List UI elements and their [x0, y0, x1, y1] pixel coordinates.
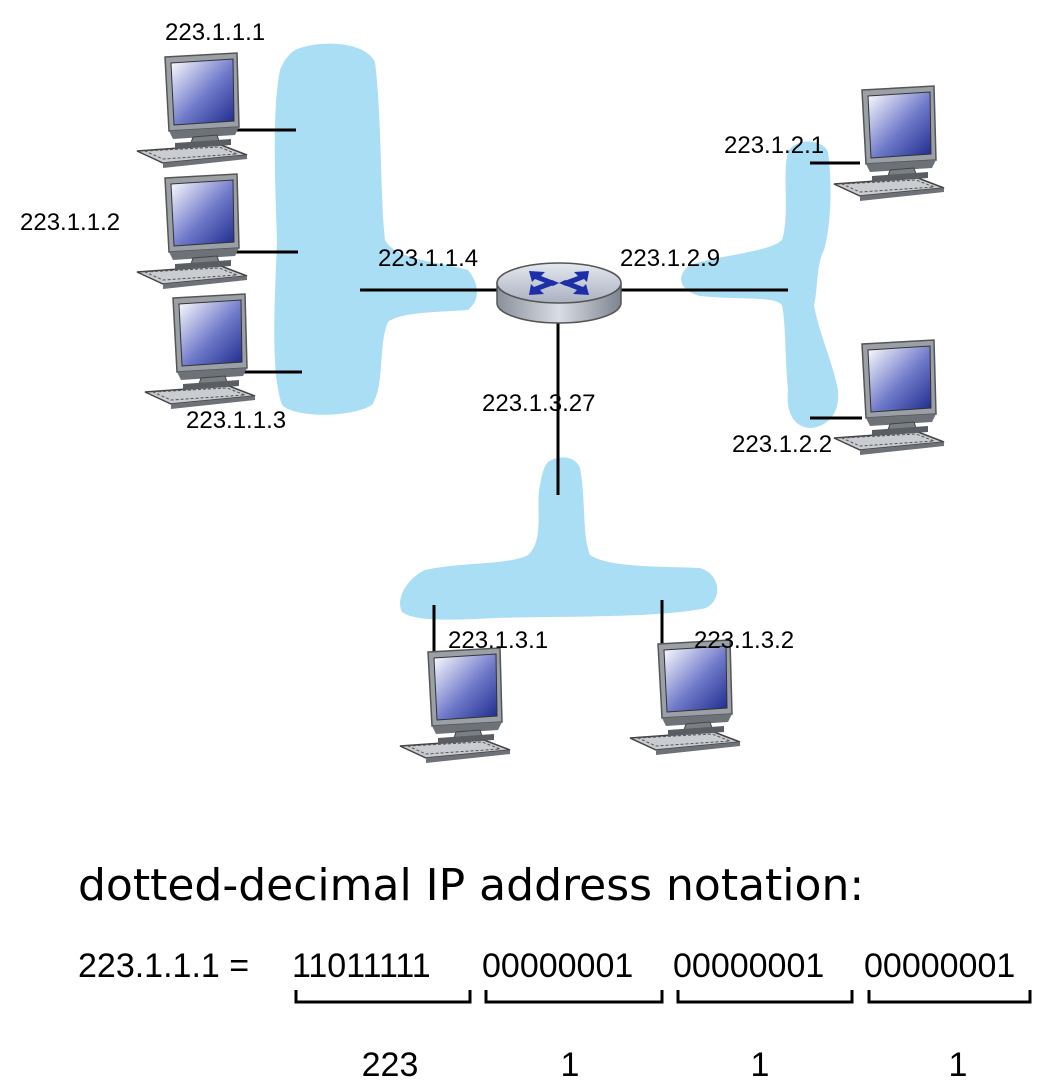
host-address-label: 223.1.2.1	[724, 132, 824, 159]
octet-bracket	[484, 990, 664, 1004]
decimal-octet: 223	[362, 1046, 419, 1082]
binary-octet: 11011111	[292, 947, 431, 985]
desktop-computer-icon	[136, 173, 248, 290]
desktop-computer-icon	[144, 293, 256, 410]
binary-octet: 00000001	[864, 947, 1015, 985]
desktop-computer-icon	[833, 85, 945, 202]
host-address-label: 223.1.3.2	[694, 627, 794, 654]
subnet-223-1-2	[681, 141, 839, 428]
octet-bracket	[867, 990, 1032, 1004]
subnet-223-1-1	[274, 43, 477, 415]
octet-bracket	[676, 990, 854, 1004]
notation-heading: dotted-decimal IP address notation:	[78, 860, 864, 911]
host-address-label: 223.1.3.1	[448, 627, 548, 654]
decimal-octet: 1	[751, 1046, 770, 1082]
desktop-computer-icon	[136, 52, 248, 169]
desktop-computer-icon	[399, 647, 511, 764]
host-address-label: 223.1.1.1	[165, 19, 265, 46]
desktop-computer-icon	[833, 339, 945, 456]
subnet-223-1-3	[400, 457, 718, 620]
host-address-label: 223.1.1.3	[186, 407, 286, 434]
host-address-label: 223.1.1.2	[20, 209, 120, 236]
router-interface-label: 223.1.3.27	[482, 390, 595, 417]
host-address-label: 223.1.2.2	[732, 431, 832, 458]
binary-octet: 00000001	[482, 947, 633, 985]
desktop-computer-icon	[629, 639, 741, 756]
router-icon	[496, 262, 622, 324]
decimal-octet: 1	[949, 1046, 968, 1082]
binary-octet: 00000001	[673, 947, 824, 985]
octet-bracket	[294, 990, 472, 1004]
decimal-octet: 1	[561, 1046, 580, 1082]
router-interface-label: 223.1.1.4	[378, 245, 478, 272]
router-interface-label: 223.1.2.9	[620, 245, 720, 272]
example-address: 223.1.1.1 =	[78, 947, 249, 985]
